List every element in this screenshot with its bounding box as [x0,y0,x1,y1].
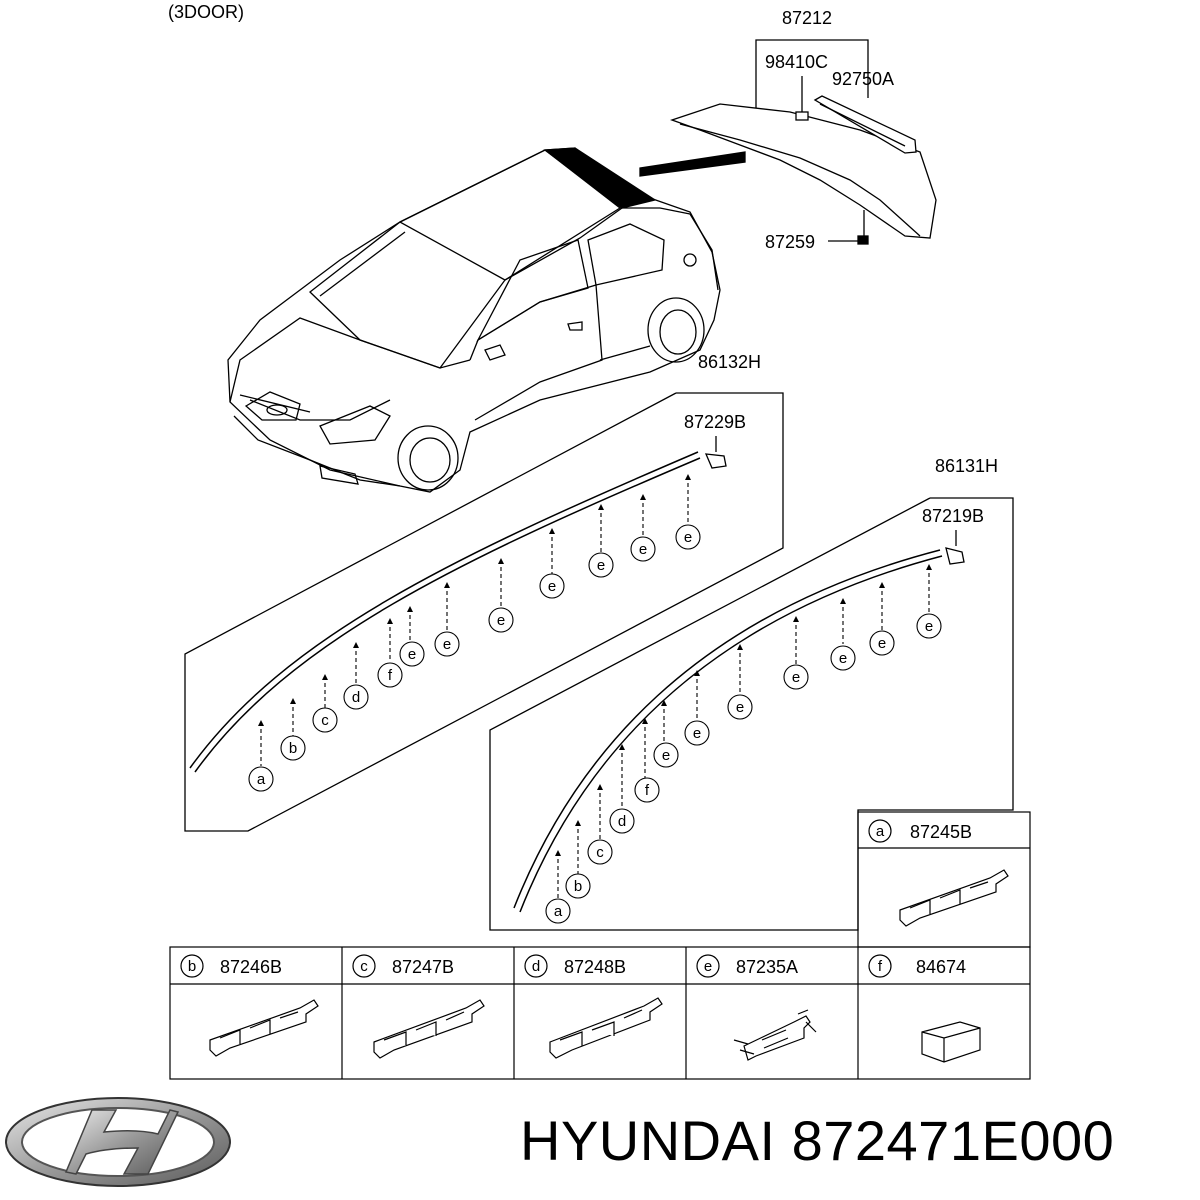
right-clip-letters: a b c d f e e e e e e e [554,618,933,920]
clip-a-drawing [899,869,1009,927]
marker-letter: b [289,740,297,757]
clip-b-drawing [209,999,319,1057]
brand-name: HYUNDAI [520,1109,776,1172]
legend-letter-e: e [704,958,712,975]
marker-letter: e [693,725,701,742]
legend-part-e: 87235A [736,957,798,977]
marker-letter: e [736,699,744,716]
marker-letter: e [878,635,886,652]
spoiler-group: 87212 98410C 92750A 87259 [639,8,937,252]
legend-letter-b: b [188,958,196,975]
spoiler-part [670,103,937,239]
right-clip-markers [545,564,942,924]
clip-e-drawing [733,1009,817,1061]
marker-letter: e [497,612,505,629]
legend-letter-d: d [532,958,540,975]
left-clip-letters: a b c d f e e e e e e e [257,529,692,788]
marker-letter: e [408,646,416,663]
part-label-spoiler-sub2: 92750A [832,69,894,89]
part-label-spoiler: 87212 [782,8,832,28]
legend-letters: a b c d e f [188,823,885,975]
marker-letter: e [684,529,692,546]
part-label-left-end-clip: 87229B [684,412,746,432]
marker-letter: e [792,669,800,686]
variant-label: (3DOOR) [168,2,244,22]
moulding-left-group: 86132H 87229B [184,352,784,832]
marker-letter: b [574,878,582,895]
part-label-right-end-clip: 87219B [922,506,984,526]
marker-letter: a [257,771,266,788]
marker-letter: d [618,813,626,830]
legend-part-f: 84674 [916,957,966,977]
clip-drawings [209,869,1009,1063]
clip-c-drawing [373,999,485,1059]
part-label-moulding-right: 86131H [935,456,998,476]
marker-letter: a [554,903,563,920]
hyundai-logo-icon [5,1097,231,1187]
legend-part-c: 87247B [392,957,454,977]
part-number: 872471E000 [791,1109,1115,1172]
car-illustration [227,147,721,493]
marker-letter: e [662,747,670,764]
legend-parts: 87245B 87246B 87247B 87248B 87235A 84674 [220,822,972,977]
marker-letter: f [388,667,393,684]
marker-letter: e [925,618,933,635]
marker-letter: e [443,636,451,653]
legend-part-d: 87248B [564,957,626,977]
marker-letter: e [639,541,647,558]
part-label-spoiler-sub1: 98410C [765,52,828,72]
brand-part-number: HYUNDAI 872471E000 [520,1108,1114,1173]
legend-letter-a: a [876,823,885,840]
marker-letter: e [839,650,847,667]
marker-letter: f [645,782,650,799]
marker-letter: e [597,557,605,574]
part-label-moulding-left: 86132H [698,352,761,372]
legend-letter-f: f [878,958,883,975]
moulding-right-group: 86131H 87219B [489,456,1014,931]
clip-f-drawing [921,1021,981,1063]
clip-d-drawing [549,997,663,1059]
legend-part-a: 87245B [910,822,972,842]
left-clip-markers [248,474,701,792]
marker-letter: e [548,578,556,595]
marker-letter: c [321,712,329,729]
legend-table [169,811,1031,1080]
marker-letter: d [352,689,360,706]
part-label-spoiler-nut: 87259 [765,232,815,252]
legend-letter-c: c [360,958,368,975]
legend-part-b: 87246B [220,957,282,977]
marker-letter: c [596,844,604,861]
